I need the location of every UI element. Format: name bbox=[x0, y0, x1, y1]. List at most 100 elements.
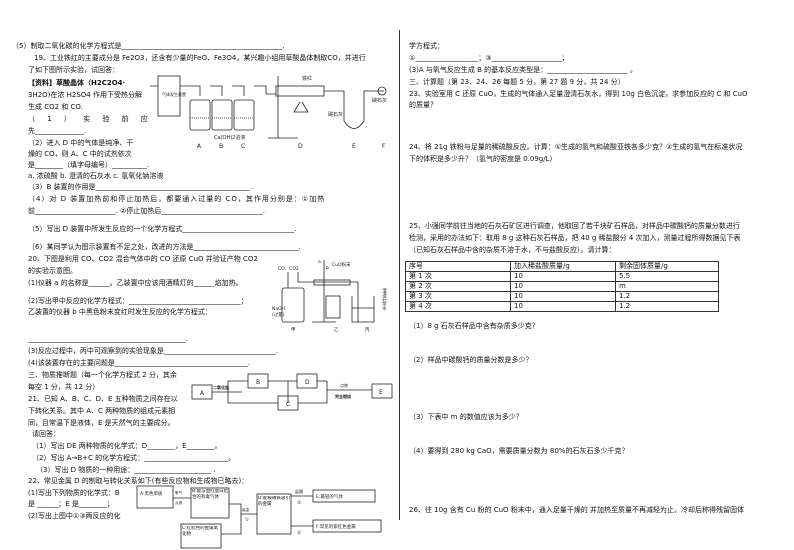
node-e-label: E bbox=[379, 389, 383, 396]
tube-d bbox=[275, 85, 325, 97]
tubing bbox=[150, 85, 276, 96]
mno2-label: 二氧化锰 bbox=[213, 384, 229, 390]
box-b-label: B:能与血红蛋白结合的有毒气体 bbox=[192, 489, 229, 500]
hcl-label: 盐酸 bbox=[295, 488, 303, 494]
cuo-label: CuO粉末 bbox=[332, 261, 351, 268]
gas-generator-label: 气体发生装置 bbox=[162, 91, 186, 97]
calc-section-title: 三、计算题（第 23、24、26 每题 5 分，第 27 题 9 分，共 24 … bbox=[409, 78, 625, 86]
q19-2d: a. 浓硫酸 b. 澄清的石灰水 c. 氢氧化钠溶液 bbox=[28, 172, 164, 180]
section-3-title: 三、物质推断题（每一个化学方程式 2 分，其余 bbox=[28, 371, 177, 379]
q25-3: （3）下表中 m 的数值应该为多少？ bbox=[409, 413, 523, 421]
label-jia: 甲 bbox=[291, 327, 296, 333]
q19-4b: 前_______________________. ②停止加热后________… bbox=[28, 207, 265, 215]
q19-3: （3）B 装置的作用是_____________________________… bbox=[28, 183, 254, 191]
box-a bbox=[136, 485, 174, 509]
q19-6: （6）某同学认为图示装置有不足之处，改进的方法是________________… bbox=[28, 243, 301, 251]
q22-1b: 是 ______；E 是________； bbox=[28, 500, 114, 508]
table-header-row: 序号 加入稀盐酸质量/g 剩余固体质量/g bbox=[405, 261, 719, 272]
node-c-label: C bbox=[286, 401, 290, 408]
table-cell: 1.2 bbox=[615, 301, 719, 312]
iron-red-label: 铁红 bbox=[302, 75, 312, 82]
q21-prompt: 请回答： bbox=[32, 430, 60, 438]
lamp bbox=[325, 295, 341, 319]
soda-lime-label-f: 碱石灰 bbox=[372, 97, 387, 104]
label-e: E bbox=[352, 143, 356, 150]
box-c-label: C:红棕色的金属氧化物 bbox=[182, 526, 219, 537]
label-d: D bbox=[298, 143, 303, 150]
q25-text-2: 检测，采用的办法如下：取用 8 g 这种石灰石样品，把 40 g 稀盐酸分 4 … bbox=[409, 234, 741, 242]
q20-2: (2)写出甲中反应的化学方程式：________________________… bbox=[28, 297, 248, 305]
tubing bbox=[287, 272, 359, 322]
inference-flowchart-22: A:黑色单质 B:能与血红蛋白结合的有毒气体 C:红棕色的金属氧化物 D:能被磁… bbox=[136, 485, 382, 549]
info-2: 3H2O)在浓 H2SO4 作用下受热分解 bbox=[28, 91, 142, 99]
label-a: a bbox=[318, 260, 321, 265]
table-cell: 第 2 次 bbox=[405, 281, 511, 292]
q19-5: （5）写出 D 装置中所发生反应的一个化学方程式________________… bbox=[28, 225, 297, 233]
section-3-title-2: 每空 1 分，共 12 分） bbox=[28, 383, 100, 391]
info-3: 生成 CO2 和 CO. bbox=[28, 103, 83, 111]
q25-4: （4）要得到 280 kg CaO，需要质量分数为 80%的石灰石多少千克？ bbox=[409, 447, 629, 455]
q22-text: 22、常见金属 D 的制取与转化关系如下(有些反应物和生成物已略去)： bbox=[28, 477, 249, 485]
u-tube-e bbox=[324, 90, 384, 129]
experiment-apparatus-diagram-20: CO、CO2 a b CuO粉末 NaOH (过量) 澄清石灰水 甲 乙 丙 bbox=[272, 260, 387, 333]
q19-text: 19、工业铁红的主要成分是 Fe2O3，还含有少量的FeO、Fe3O4，某兴趣小… bbox=[34, 54, 366, 62]
ignite-label: 点燃 bbox=[175, 500, 182, 505]
q21-text-3: 同，且常温下是液体，E 是天然气的主要成分。 bbox=[28, 419, 175, 427]
complete-combustion-label: 完全燃烧 bbox=[335, 393, 351, 399]
q19-text-2: 了如下图所示实验，试回答： bbox=[28, 66, 119, 74]
oxygen-label: 氧气 bbox=[175, 490, 182, 495]
inference-flowchart-21: A B C D E 二氧化锰 点燃 完全燃烧 bbox=[191, 373, 393, 411]
box-c bbox=[180, 523, 222, 549]
table-cell: 10 bbox=[510, 271, 616, 282]
table-cell: 第 3 次 bbox=[405, 291, 511, 302]
experiment-apparatus-diagram-19: 气体发生装置 Ca(OH)2溶液 铁红 碱石灰 碱石灰 A B C D E F bbox=[150, 75, 387, 150]
r-text-3: (3)A 与氧气反应生成 B 的基本反应类型是：________________… bbox=[409, 66, 637, 74]
label-bing: 丙 bbox=[365, 327, 370, 333]
q20-1: (1)仪器 a 的名称是______。乙装置中应该用酒精灯的______焰加热。 bbox=[28, 279, 243, 287]
q19-2b: 燥的 CO，则 A、C 中的试剂依次 bbox=[28, 150, 132, 158]
q25-2: （2）样品中碳酸钙的质量分数是多少？ bbox=[409, 356, 533, 364]
table-cell: m bbox=[615, 281, 719, 292]
table-cell: 1.2 bbox=[615, 291, 719, 302]
table-cell: 10 bbox=[510, 291, 616, 302]
excess-label: (过量) bbox=[272, 311, 285, 318]
q19-1a: （ 1 ） 实 验 前 应 bbox=[28, 115, 153, 123]
q18-5: （5）制取二氧化碳的化学方程式是________________________… bbox=[12, 42, 285, 50]
label-c: C bbox=[241, 143, 245, 150]
r-text-2: ①__________________；③___________________… bbox=[409, 54, 569, 62]
q20-text: 20、下图是利用 CO、CO2 混合气体中的 CO 还原 CuO 并验证产物 C… bbox=[28, 255, 258, 263]
q21-1: （1）写出 DE 两种物质的化学式：D________，E________。 bbox=[32, 442, 222, 450]
drying-tube-f bbox=[377, 86, 387, 96]
stand-and-lamp bbox=[268, 76, 309, 139]
q20-3: (3)反应过程中，丙中可观察到的实验现象是___________________… bbox=[28, 347, 279, 355]
co-co2-label: CO、CO2 bbox=[278, 266, 299, 272]
q20-2b: 乙装置的仪器 b 中黑色粉末变红时发生反应的化学方程式： bbox=[28, 308, 212, 316]
table-cell: 10 bbox=[510, 301, 616, 312]
q21-text-2: 下转化关系。其中 A、C 两种物质的组成元素相 bbox=[28, 407, 176, 415]
q19-4a: （4）对 D 装置加热前和停止加热后，都要通入过量的 CO，其作用分别是：①加热 bbox=[28, 195, 326, 203]
q23-text-2: 的质量？ bbox=[409, 101, 437, 109]
table-cell: 第 4 次 bbox=[405, 301, 511, 312]
node-b-label: B bbox=[256, 379, 260, 386]
step-3-label: ③ bbox=[297, 500, 301, 506]
q25-1: （1）8 g 石灰石样品中含有杂质多少克？ bbox=[409, 322, 539, 330]
box-b bbox=[190, 487, 230, 519]
label-b: B bbox=[219, 143, 223, 150]
box-f-label: F:常见的紫红色金属 bbox=[316, 523, 356, 530]
table-cell: 10 bbox=[510, 281, 616, 292]
bottle-a bbox=[189, 99, 211, 131]
table-cell: 5.5 bbox=[615, 271, 719, 282]
q22-1: (1)写出下列物质的化学式：B bbox=[28, 489, 120, 497]
gas-generator-box bbox=[157, 75, 181, 117]
step-1-label: ① bbox=[245, 517, 249, 523]
soda-lime-label-e: 碱石灰 bbox=[328, 111, 343, 118]
step-2-label: ② bbox=[297, 530, 301, 536]
q21-2: （2）写出 A→B+C 的化学方程式：_____________________… bbox=[32, 454, 236, 462]
table-cell: 第 1 次 bbox=[405, 271, 511, 282]
stand bbox=[312, 260, 336, 323]
label-b: b bbox=[326, 265, 329, 271]
